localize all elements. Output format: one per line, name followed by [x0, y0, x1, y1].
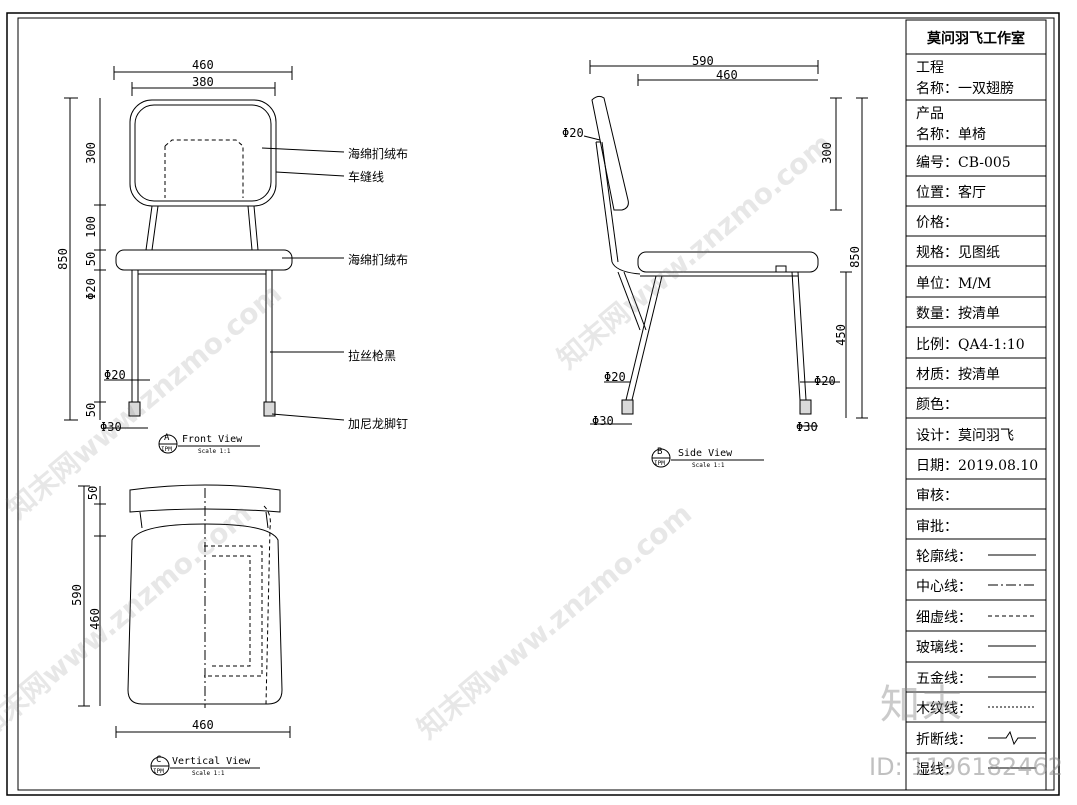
vv-view-sheet: IPM — [153, 768, 164, 775]
tb-legend-other: 湿线： — [916, 762, 958, 778]
tb-location: 位置：客厅 — [916, 185, 986, 201]
fv-dim-850: 850 — [55, 248, 70, 270]
tb-project-label: 工程 — [916, 60, 944, 76]
sv-dim-phi20-top: Φ20 — [562, 126, 584, 140]
sv-view-scale: Scale 1:1 — [692, 462, 725, 469]
fv-view-scale: Scale 1:1 — [198, 448, 231, 455]
tb-legend-outline: 轮廓线： — [916, 549, 972, 565]
fv-view-letter: A — [164, 433, 170, 443]
tb-code: 编号：CB-005 — [916, 155, 1011, 171]
sv-dim-450: 450 — [833, 324, 848, 346]
tb-legend-dashed: 细虚线： — [916, 610, 972, 626]
sv-dim-300: 300 — [819, 142, 834, 164]
vertical-view — [78, 484, 291, 776]
tb-material: 材质：按清单 — [916, 367, 1000, 383]
tb-studio: 莫问羽飞工作室 — [927, 31, 1025, 47]
fv-view-title: Front View — [182, 434, 243, 445]
sv-view-title: Side View — [678, 448, 733, 459]
watermark-id: ID: 1196182462 — [869, 753, 1063, 781]
sv-dim-phi30-right: Φ30 — [796, 420, 818, 434]
fv-dim-300: 300 — [83, 142, 98, 164]
tb-color: 颜色： — [916, 397, 958, 413]
fv-note-sponge-top: 海绵扪绒布 — [348, 147, 409, 161]
sv-dim-460: 460 — [716, 68, 738, 82]
vv-view-title: Vertical View — [172, 756, 251, 767]
sv-dim-590: 590 — [692, 54, 714, 68]
sv-view-sheet: IPM — [654, 460, 665, 467]
tb-legend-break: 折断线： — [916, 732, 972, 748]
fv-dim-phi20: Φ20 — [104, 368, 126, 382]
tb-designer: 设计：莫问羽飞 — [916, 428, 1014, 444]
title-block-grid — [905, 19, 1047, 791]
vv-view-letter: C — [156, 755, 162, 765]
fv-dim-50b: 50 — [84, 402, 99, 418]
fv-dim-phi30: Φ30 — [100, 420, 122, 434]
vv-dim-460-h: 460 — [192, 718, 214, 732]
tb-scale: 比例：QA4-1:10 — [916, 337, 1025, 353]
tb-legend-glass: 玻璃线： — [916, 640, 972, 656]
tb-spec: 规格：见图纸 — [916, 245, 1000, 261]
sheet-border — [6, 12, 1060, 796]
sheet-inner-border — [17, 17, 1055, 791]
tb-quantity: 数量：按清单 — [916, 306, 1000, 322]
tb-reviewer: 审核： — [916, 488, 958, 504]
side-view — [583, 60, 868, 468]
sv-dim-850: 850 — [847, 246, 862, 268]
sv-dim-phi30-left: Φ30 — [592, 414, 614, 428]
fv-note-seam: 车缝线 — [348, 170, 385, 184]
fv-dim-460: 460 — [192, 58, 214, 72]
tb-price: 价格： — [916, 215, 958, 231]
tb-product-name: 名称：单椅 — [916, 127, 986, 143]
vv-view-scale: Scale 1:1 — [192, 770, 225, 777]
tb-legend-wood: 木纹线： — [916, 701, 972, 717]
fv-note-sponge-seat: 海绵扪绒布 — [348, 253, 409, 267]
tb-project-name: 名称：一双翅膀 — [916, 81, 1014, 97]
sv-dim-phi20-right: Φ20 — [814, 374, 836, 388]
tb-approver: 审批： — [916, 519, 958, 535]
fv-note-brushed: 拉丝枪黑 — [348, 349, 397, 363]
watermark-logo: 知末 — [880, 682, 964, 728]
vv-dim-590: 590 — [69, 584, 84, 606]
fv-dim-phi20-left: Φ20 — [83, 278, 98, 300]
tb-product-label: 产品 — [916, 106, 944, 122]
vv-dim-460-v: 460 — [87, 608, 102, 630]
vv-dim-50: 50 — [86, 485, 101, 501]
tb-legend-hardware: 五金线： — [916, 671, 972, 687]
tb-legend-center: 中心线： — [916, 579, 972, 595]
fv-dim-100: 100 — [83, 216, 98, 238]
fv-dim-380: 380 — [192, 75, 214, 89]
sv-dim-phi20-left: Φ20 — [604, 370, 626, 384]
tb-unit: 单位：M/M — [916, 276, 992, 292]
front-view — [64, 66, 345, 454]
tb-date: 日期：2019.08.10 — [916, 458, 1039, 474]
sv-view-letter: B — [657, 447, 663, 457]
fv-dim-50: 50 — [84, 251, 99, 267]
fv-view-sheet: IPM — [161, 446, 172, 453]
fv-note-nylon: 加尼龙脚钉 — [348, 417, 409, 431]
